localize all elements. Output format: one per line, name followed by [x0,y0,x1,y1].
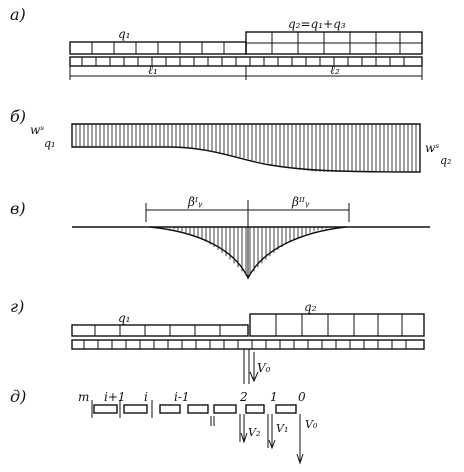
panel-e-node-m: m [78,390,89,404]
panel-b: б) wˢ q₁ wˢ q₂ [10,107,451,173]
panel-e-node-i: i [144,390,148,404]
panel-a-load-q2 [245,31,423,55]
panel-d-force-label: V₀ [257,361,271,375]
panel-b-right-q: q₂ [440,154,451,167]
panel-a-load-q1 [69,41,247,55]
panel-e-block [213,404,237,414]
panel-a-beam [69,56,423,67]
panel-b-left-w: wˢ [30,123,44,137]
panel-c-dimension [145,203,350,222]
panel-b-label: б) [10,107,26,126]
panel-a-dim-l2: ℓ₂ [330,63,340,77]
panel-e-block [245,404,265,414]
panel-d: г) [10,297,425,384]
panel-e-node-0: 0 [298,390,306,404]
panel-d-load-q1-label: q₁ [118,311,131,325]
panel-e-block [93,404,118,414]
panel-b-hatching [75,124,417,172]
panel-e-block [159,404,181,414]
panel-e-block [275,404,297,414]
panel-e-force-v1 [267,414,276,450]
panel-d-load-q1 [71,324,249,337]
panel-e-node-1: 1 [270,390,278,404]
panel-a-label: а) [10,5,26,24]
panel-a-load-q2-label: q₂=q₁+q₃ [288,17,346,31]
panel-a-dimension [69,66,423,80]
panel-e-node-ticks [91,400,215,426]
panel-e-force-v1-label: V₁ [276,422,288,435]
panel-e-force-v0-label: V₀ [305,418,318,431]
panel-e-node-2: 2 [239,390,248,404]
panel-e-node-i-minus-1: i-1 [174,390,190,404]
panel-c: в) βᴵᵧ βᴵᴵᵧ [10,195,430,280]
panel-e-node-i-plus-1: i+1 [104,390,126,404]
panel-e-force-v2 [239,414,248,444]
panel-e: д) [10,387,318,465]
panel-e-block [187,404,209,414]
panel-e-force-v0 [296,414,304,465]
panel-d-force-arrow [243,349,259,384]
panel-d-beam [71,339,425,350]
panel-e-force-v2-label: V₂ [248,426,260,439]
panel-c-hatching [169,227,327,276]
panel-b-right-w: wˢ [425,141,439,155]
panel-d-load-q2 [249,313,425,337]
panel-c-dim-beta1: βᴵᵧ [187,195,203,209]
panel-a-load-q1-label: q₁ [118,27,131,41]
panel-e-block [123,404,148,414]
panel-a-dim-l1: ℓ₁ [148,63,158,77]
panel-c-dim-beta2: βᴵᴵᵧ [291,195,310,209]
panel-b-profile [71,123,421,173]
panel-d-label: г) [10,297,24,316]
panel-c-label: в) [10,199,26,218]
panel-b-left-q: q₁ [44,137,55,150]
panel-e-blocks [93,404,297,414]
panel-a: а) [10,5,423,80]
panel-e-label: д) [10,387,26,406]
panel-d-load-q2-label: q₂ [304,300,317,314]
